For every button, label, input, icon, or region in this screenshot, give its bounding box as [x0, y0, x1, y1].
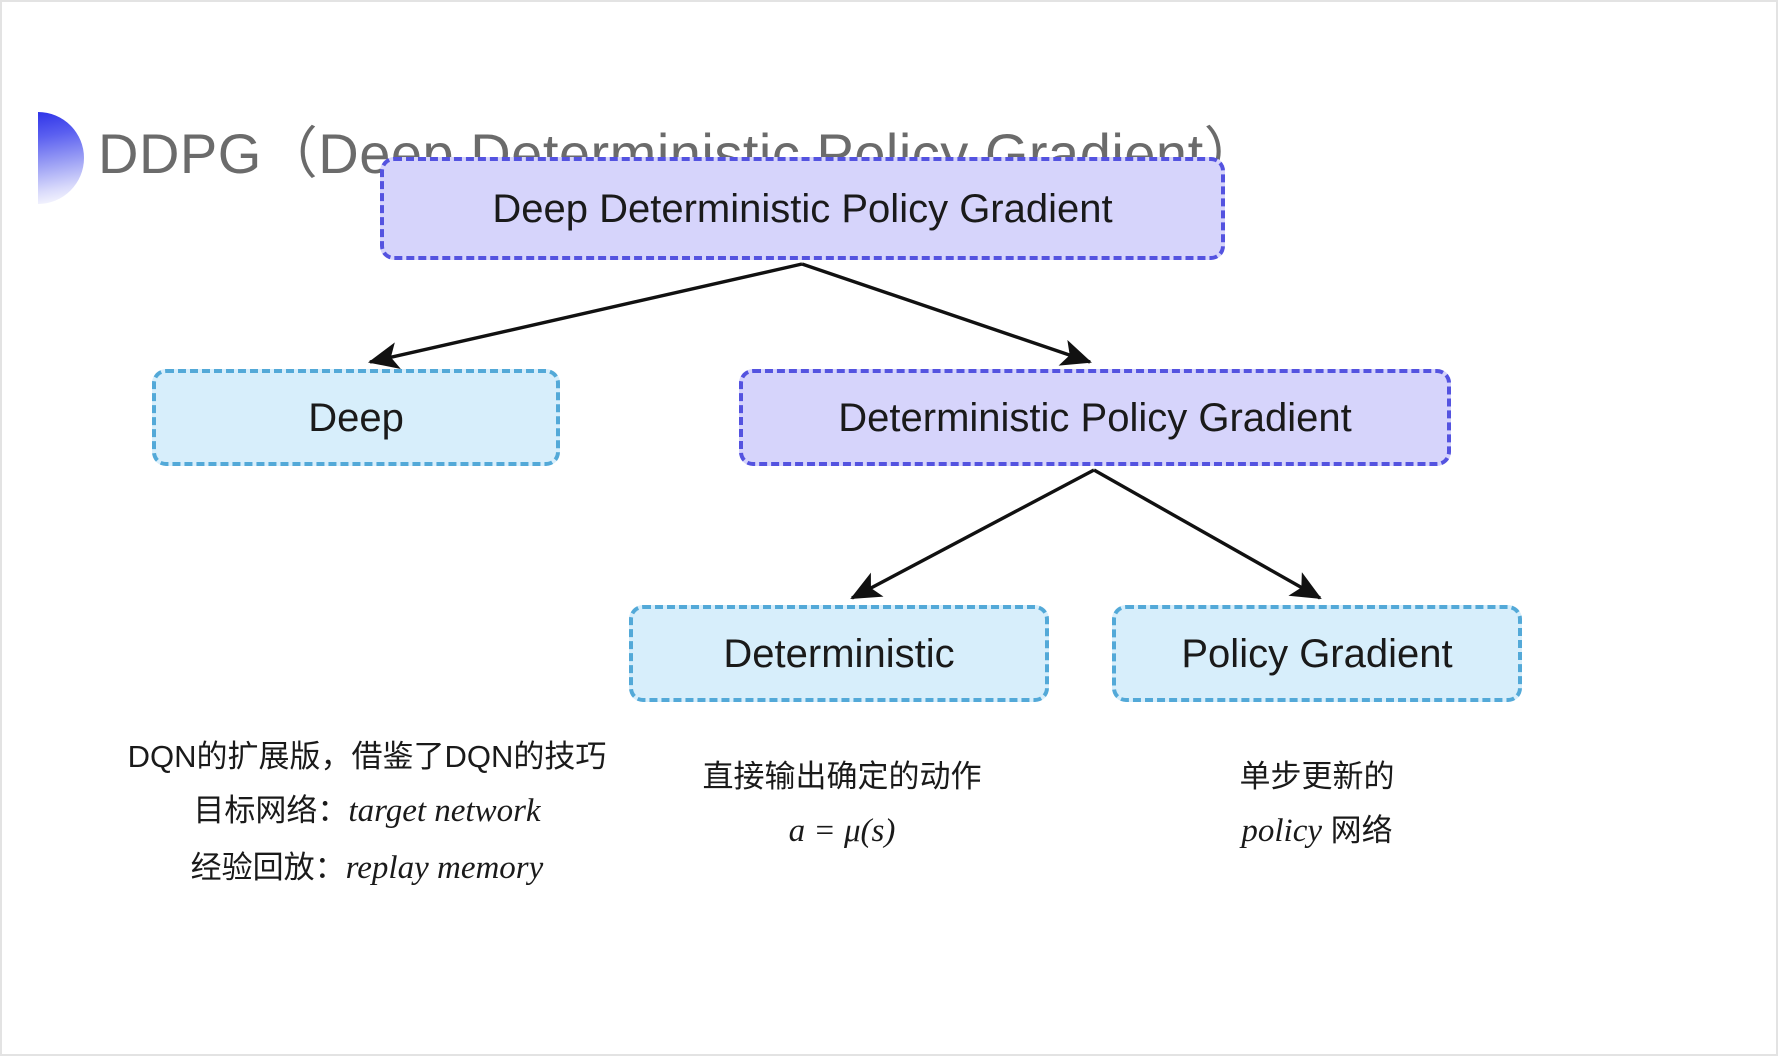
edge-root-dpg — [801, 262, 1092, 366]
annotation-deep-line2-label: 目标网络： — [193, 793, 349, 829]
node-deep-deterministic-policy-gradient[interactable]: Deep Deterministic Policy Gradient — [380, 157, 1225, 260]
annotation-deterministic-formula: a = μ(s) — [788, 813, 896, 850]
node-deterministic-policy-gradient[interactable]: Deterministic Policy Gradient — [739, 369, 1451, 466]
node-policy-gradient[interactable]: Policy Gradient — [1112, 605, 1522, 702]
annotation-policy-gradient-line2: policy 网络 — [1122, 803, 1512, 860]
annotation-deep-line1: DQN的扩展版，借鉴了DQN的技巧 — [127, 739, 607, 774]
annotation-policy-gradient: 单步更新的 policy 网络 — [1122, 750, 1512, 860]
annotation-deep-line3-label: 经验回放： — [190, 850, 346, 886]
node-deterministic[interactable]: Deterministic — [629, 605, 1049, 702]
title-row: DDPG（Deep Deterministic Policy Gradient） — [2, 54, 1776, 204]
annotation-policy-gradient-line1: 单步更新的 — [1239, 759, 1395, 794]
annotation-deterministic: 直接输出确定的动作 a = μ(s) — [622, 750, 1062, 860]
annotation-deep-line3-term: replay memory — [345, 850, 544, 887]
edge-dpg-pg — [1093, 468, 1322, 600]
annotation-deep-line2: 目标网络：target network — [77, 783, 657, 840]
edge-root-deep — [368, 262, 803, 369]
annotation-deterministic-line1: 直接输出确定的动作 — [702, 759, 982, 794]
annotation-policy-gradient-term: policy — [1241, 813, 1322, 850]
annotation-deep-line2-term: target network — [348, 793, 541, 830]
node-deep[interactable]: Deep — [152, 369, 560, 466]
annotation-deep-line3: 经验回放：replay memory — [77, 840, 657, 897]
edge-dpg-det — [850, 468, 1095, 600]
half-circle-gradient-icon — [38, 112, 84, 204]
annotation-policy-gradient-suffix: 网络 — [1322, 813, 1393, 849]
annotation-deep: DQN的扩展版，借鉴了DQN的技巧 目标网络：target network 经验… — [77, 730, 657, 897]
